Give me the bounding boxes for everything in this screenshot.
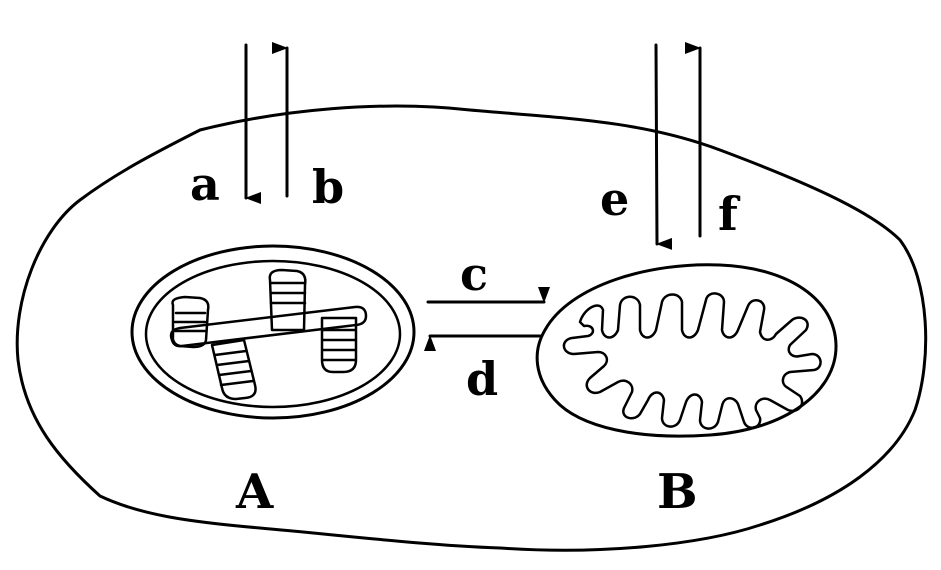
chloroplast-a	[130, 244, 416, 420]
label-d: d	[466, 352, 498, 406]
grana-stack	[268, 268, 307, 332]
stroma-lamella	[169, 305, 368, 348]
chloroplast-outer-membrane	[130, 244, 416, 420]
grana-stack	[320, 316, 358, 374]
cell-membrane	[15, 104, 928, 552]
chloroplast-inner-membrane	[144, 259, 402, 409]
label-c: c	[460, 247, 488, 301]
label-a: a	[190, 157, 220, 211]
mitochondrion-outer-membrane	[535, 263, 838, 438]
label-f: f	[718, 187, 741, 241]
mitochondrion-b	[535, 263, 838, 438]
mitochondrion-cristae	[562, 292, 822, 430]
label-organelle-b: B	[657, 464, 698, 520]
label-b: b	[312, 160, 344, 214]
label-organelle-a: A	[235, 464, 274, 520]
grana-stack	[210, 338, 257, 401]
arrow-e	[654, 43, 673, 250]
grana-stack	[171, 295, 210, 349]
label-e: e	[600, 172, 629, 226]
